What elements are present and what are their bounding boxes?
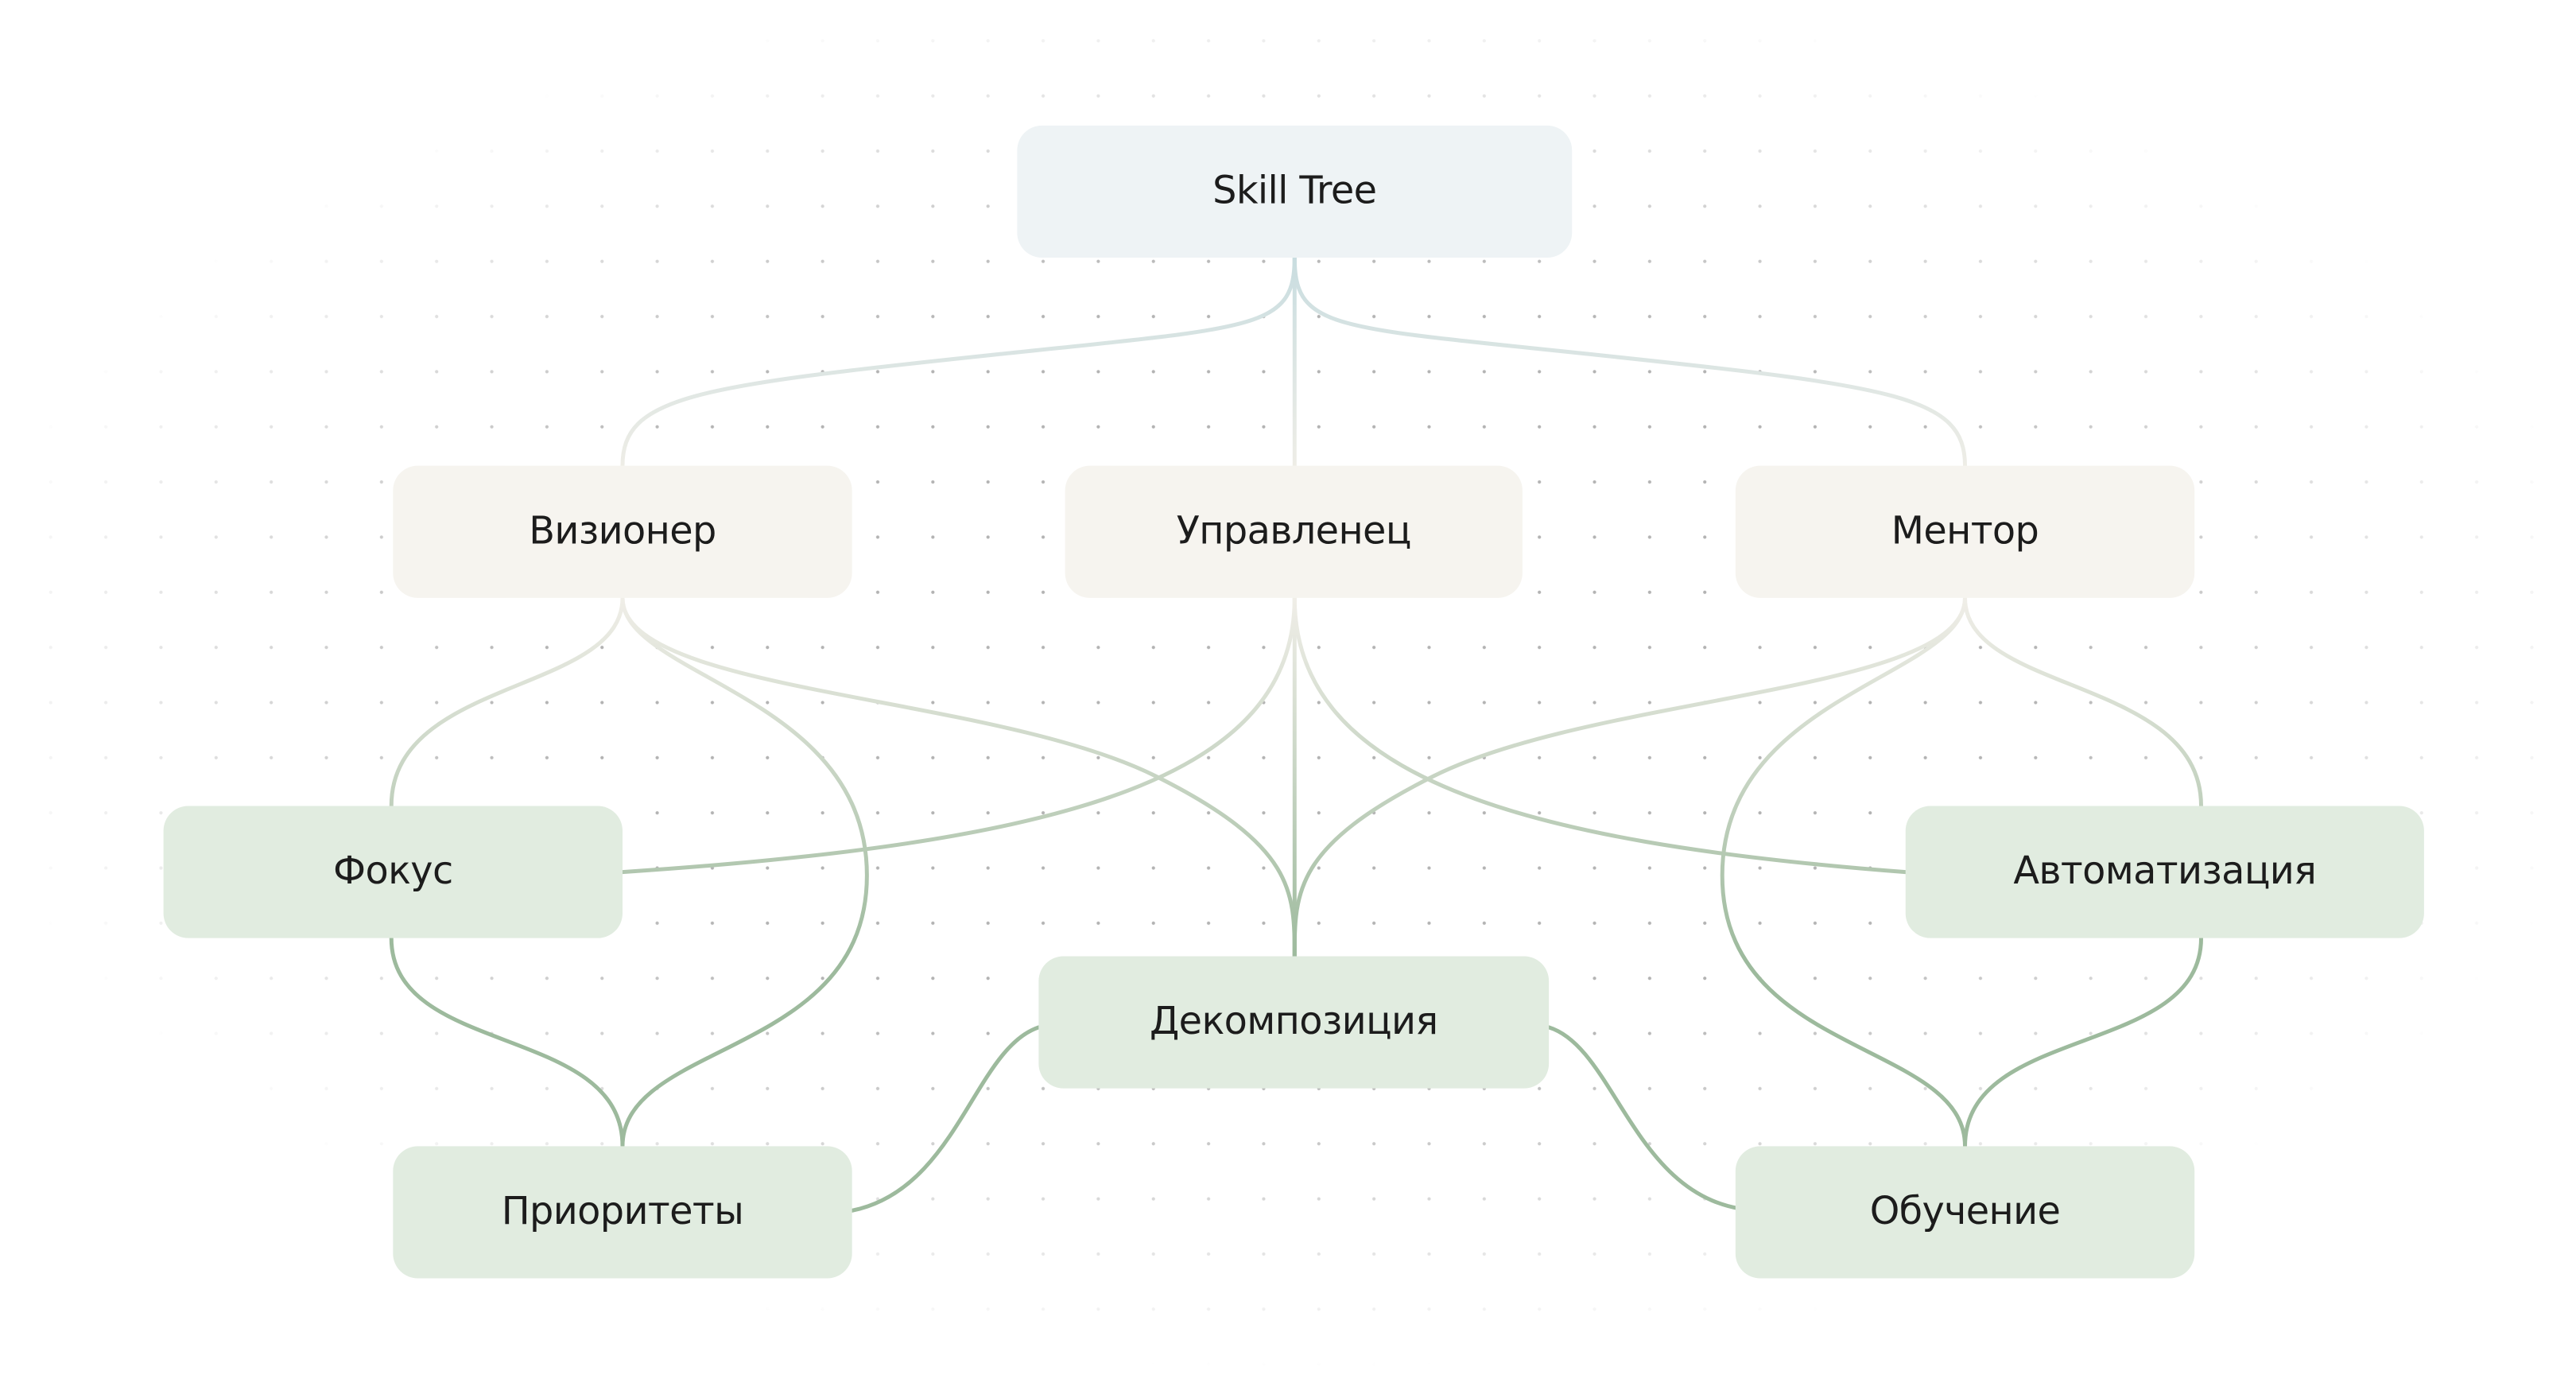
node-label: Skill Tree bbox=[1212, 169, 1377, 213]
node-decomposition[interactable]: Декомпозиция bbox=[1038, 956, 1550, 1089]
node-label: Обучение bbox=[1869, 1190, 2061, 1234]
node-label: Автоматизация bbox=[2013, 850, 2317, 894]
node-label: Визионер bbox=[529, 510, 716, 553]
node-label: Ментор bbox=[1891, 510, 2039, 553]
edge-decomposition-priorities bbox=[850, 1025, 1041, 1213]
edge-automation-learning bbox=[1963, 936, 2203, 1148]
node-automation[interactable]: Автоматизация bbox=[1905, 806, 2424, 938]
edge-visionary-focus bbox=[389, 596, 625, 809]
node-label: Управленец bbox=[1176, 510, 1412, 553]
edge-mentor-learning bbox=[1720, 596, 1968, 1148]
node-skill-tree[interactable]: Skill Tree bbox=[1017, 125, 1573, 258]
edge-manager-automation bbox=[1292, 596, 1908, 875]
edge-decomposition-learning bbox=[1546, 1025, 1766, 1213]
edge-focus-priorities bbox=[389, 936, 625, 1148]
edge-manager-focus bbox=[620, 596, 1297, 875]
node-manager[interactable]: Управленец bbox=[1065, 465, 1523, 598]
node-label: Фокус bbox=[332, 850, 453, 894]
node-label: Декомпозиция bbox=[1149, 1000, 1438, 1044]
node-priorities[interactable]: Приоритеты bbox=[393, 1146, 852, 1279]
edge-root-visionary bbox=[620, 255, 1297, 468]
node-mentor[interactable]: Ментор bbox=[1735, 465, 2195, 598]
edge-mentor-automation bbox=[1963, 596, 2203, 809]
node-learning[interactable]: Обучение bbox=[1735, 1146, 2195, 1279]
node-visionary[interactable]: Визионер bbox=[393, 465, 852, 598]
edge-visionary-decomposition bbox=[620, 596, 1297, 959]
node-focus[interactable]: Фокус bbox=[163, 806, 623, 938]
edge-root-mentor bbox=[1292, 255, 1968, 468]
node-label: Приоритеты bbox=[501, 1190, 744, 1234]
edge-mentor-decomposition bbox=[1292, 596, 1968, 959]
edge-visionary-priorities bbox=[620, 596, 869, 1148]
